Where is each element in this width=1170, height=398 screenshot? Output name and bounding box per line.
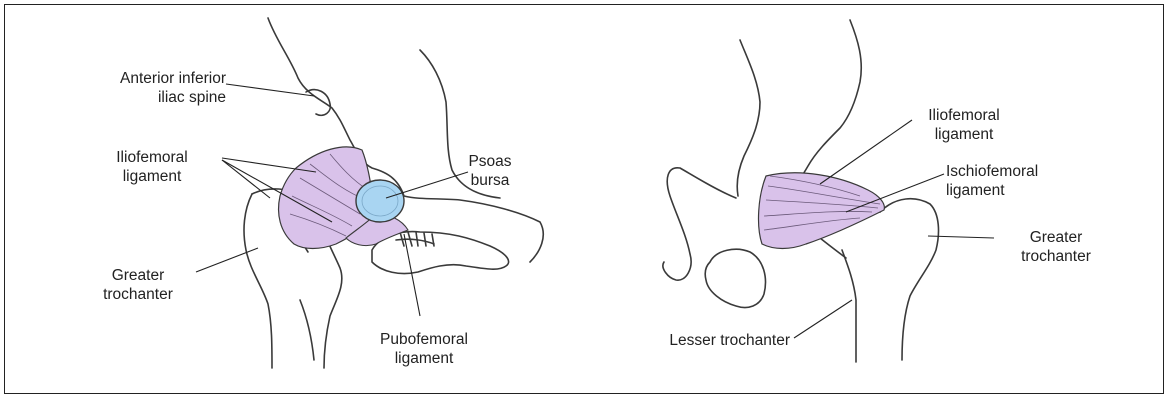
label-left-iliofemoral-ligament: Iliofemoral ligament (84, 148, 220, 186)
right-femur (880, 199, 938, 360)
label-psoas-bursa: Psoas bursa (450, 152, 530, 190)
left-femur-shaft (244, 194, 272, 368)
label-left-greater-trochanter: Greater trochanter (80, 266, 196, 304)
label-anterior-inferior-iliac-spine: Anterior inferior iliac spine (40, 69, 226, 107)
label-lesser-trochanter: Lesser trochanter (604, 331, 790, 350)
label-right-greater-trochanter: Greater trochanter (996, 228, 1116, 266)
right-femur-shaft (842, 250, 856, 362)
left-pubis (372, 232, 509, 274)
label-pubofemoral-ligament: Pubofemoral ligament (356, 330, 492, 368)
label-ischiofemoral-ligament: Ischiofemoral ligament (946, 162, 1076, 200)
left-aiis (306, 90, 330, 116)
label-right-iliofemoral-ligament: Iliofemoral ligament (906, 106, 1022, 144)
right-ischial-tuberosity (705, 249, 765, 307)
right-ischiofemoral-ligament (759, 173, 885, 249)
right-ischium (663, 168, 736, 280)
right-ilium-front (737, 40, 760, 196)
